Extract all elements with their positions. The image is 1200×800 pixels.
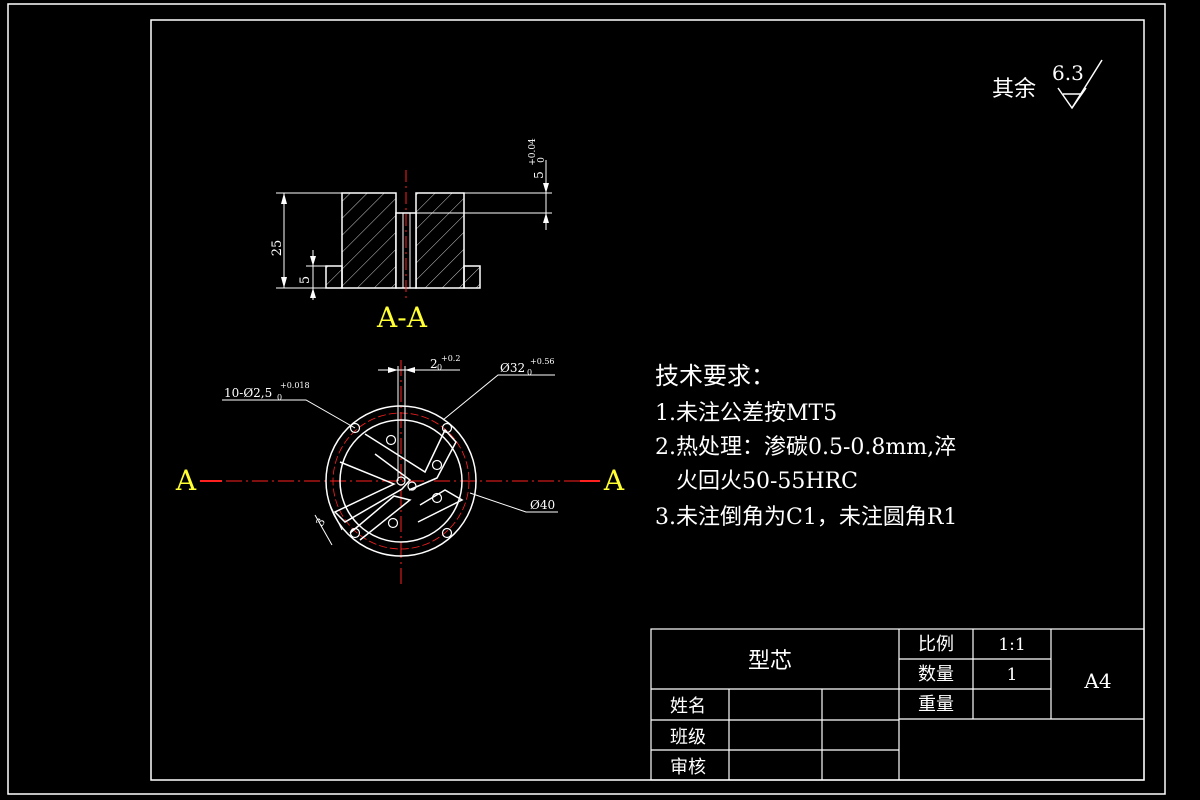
part-name: 型芯 xyxy=(748,649,792,674)
slot-width-sub: 0 xyxy=(437,363,442,372)
pin-holes xyxy=(349,422,453,539)
section-label: A-A xyxy=(376,301,428,334)
zigzag-slots xyxy=(333,428,464,541)
tech-requirements: 技术要求： 1.未注公差按MT5 2.热处理：渗碳0.5-0.8mm,淬 火回火… xyxy=(655,362,957,530)
outer-diameter-callout: Ø40 xyxy=(530,498,555,512)
scale-value: 1:1 xyxy=(998,635,1025,655)
section-view-a-a: 25 5 5 +0.04 0 A-A xyxy=(270,138,552,334)
sheet-size: A4 xyxy=(1083,669,1111,693)
tech-line-1: 1.未注公差按MT5 xyxy=(655,401,837,426)
rib-dim: 3 xyxy=(313,516,328,529)
surface-finish-symbol: 其余 6.3 xyxy=(992,59,1103,110)
holes-callout-sub: 0 xyxy=(277,393,282,402)
scale-label: 比例 xyxy=(918,634,954,655)
bore-callout-sup: +0.56 xyxy=(530,357,555,366)
tech-line-2: 2.热处理：渗碳0.5-0.8mm,淬 xyxy=(655,435,956,460)
class-label: 班级 xyxy=(670,727,706,748)
tech-line-4: 3.未注倒角为C1，未注圆角R1 xyxy=(655,505,957,530)
weight-label: 重量 xyxy=(918,694,954,715)
bore-callout: Ø32 xyxy=(500,361,525,375)
bore-callout-sub: 0 xyxy=(527,368,532,377)
holes-callout: 10-Ø2,5 xyxy=(224,386,272,400)
top-dim-sub: 0 xyxy=(537,157,547,163)
plan-view: A A 10-Ø2,5 0 +0.018 2 0 +0.2 Ø32 0 +0.5… xyxy=(175,354,625,585)
height-dim: 25 xyxy=(270,240,285,257)
slot-width-dim: 2 xyxy=(430,357,438,371)
qty-label: 数量 xyxy=(918,664,954,685)
cut-label-right: A xyxy=(603,464,625,497)
sheet-outer-border xyxy=(7,3,1166,795)
tech-title: 技术要求： xyxy=(655,362,775,390)
review-label: 审核 xyxy=(670,757,706,778)
top-dim-base: 5 xyxy=(532,171,546,179)
cut-label-left: A xyxy=(175,464,197,497)
title-block xyxy=(650,628,1145,781)
qty-value: 1 xyxy=(1007,665,1018,685)
surface-finish-value: 6.3 xyxy=(1052,61,1084,85)
top-dim-tol: +0.04 xyxy=(528,138,538,166)
drawing-frame xyxy=(150,19,1145,781)
surface-finish-label: 其余 xyxy=(992,77,1036,102)
step-dim: 5 xyxy=(298,276,313,284)
holes-callout-sup: +0.018 xyxy=(280,381,310,390)
slot-width-sup: +0.2 xyxy=(441,354,460,363)
tech-line-3: 火回火50-55HRC xyxy=(655,469,858,494)
name-label: 姓名 xyxy=(670,696,706,717)
